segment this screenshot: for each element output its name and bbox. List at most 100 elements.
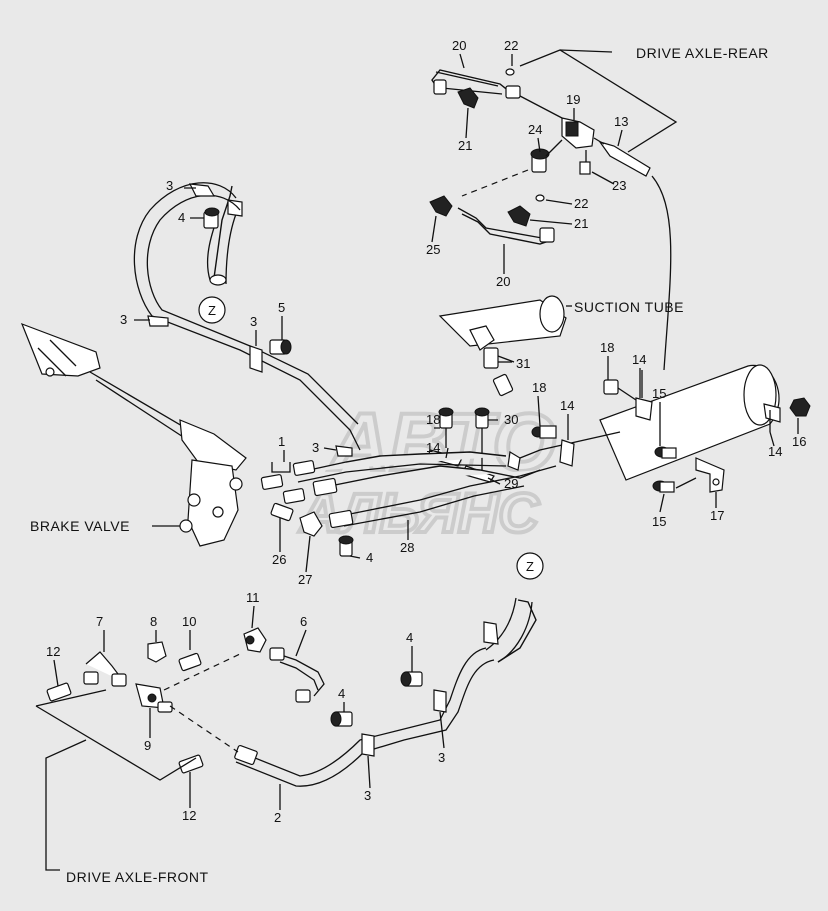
rear-axle-group [429, 49, 678, 245]
tee-19-port [565, 121, 579, 137]
callout-3a: 3 [166, 178, 173, 193]
bolt-15b [659, 481, 675, 493]
elbow-25 [429, 195, 453, 217]
z-marker-bottom [516, 552, 544, 580]
callout-14a: 14 [632, 352, 646, 367]
hose-6-edge [279, 661, 319, 691]
pipe-to-tank [519, 431, 621, 459]
hose-collar [227, 199, 243, 217]
pedal-ribs [37, 339, 77, 377]
z-marker-bottom-label: Z [526, 559, 534, 574]
callout-28: 28 [400, 540, 414, 555]
suction-tube-body [438, 299, 567, 347]
callout-20b: 20 [496, 274, 510, 289]
mid-hoses [260, 445, 557, 557]
dash-front-1 [169, 705, 239, 753]
label-drive-axle-rear: DRIVE AXLE-REAR [636, 45, 769, 61]
callout-29: 29 [504, 476, 518, 491]
callout-leaders [53, 53, 799, 810]
fitting-12a [46, 682, 72, 702]
rear-label-leader [559, 49, 613, 53]
fitting-20c [539, 227, 555, 243]
callout-18c: 18 [426, 412, 440, 427]
callout-22a: 22 [504, 38, 518, 53]
fitting-20b [505, 85, 521, 99]
bolt-5-head [280, 339, 292, 355]
suction-tube-end [539, 295, 565, 333]
callout-5: 5 [278, 300, 285, 315]
fitting-31b [492, 373, 514, 397]
tube-main-upper-edge [146, 194, 359, 425]
clip-3d [335, 445, 353, 457]
callout-7: 7 [96, 614, 103, 629]
callout-16: 16 [792, 434, 806, 449]
label-brake-valve: BRAKE VALVE [30, 518, 130, 534]
fitting-7a [83, 671, 99, 685]
item-1-bracket [271, 462, 291, 473]
callout-14c: 14 [768, 444, 782, 459]
hose-1-edge [297, 463, 507, 483]
label-suction-tube: SUCTION TUBE [574, 299, 684, 315]
callout-23: 23 [612, 178, 626, 193]
bolt-24-leader [545, 139, 563, 157]
fitting-7b [111, 673, 127, 687]
bracket-17 [695, 457, 725, 493]
strap-14b [559, 439, 575, 467]
strap-14c [763, 403, 781, 423]
oring-22a [505, 68, 515, 76]
callout-21b: 21 [574, 216, 588, 231]
hose-fitting-13 [598, 140, 651, 177]
block-9-port [147, 693, 157, 703]
callout-4d: 4 [338, 686, 345, 701]
brake-valve-port-c [179, 519, 193, 533]
front-bracket-lines [35, 689, 197, 871]
callout-6: 6 [300, 614, 307, 629]
callout-10: 10 [182, 614, 196, 629]
bolt-15b-axis [675, 477, 697, 489]
bolt-18a [603, 379, 619, 395]
coupler-30 [507, 451, 521, 471]
bolt-4c-head [400, 671, 412, 687]
callout-3e: 3 [438, 750, 445, 765]
fitting-12b [178, 754, 204, 774]
tube-main-upper [133, 182, 361, 451]
fitting-20a [433, 79, 447, 95]
z-marker-top [198, 296, 226, 324]
bolt-18c-head [438, 407, 454, 417]
callout-3b: 3 [120, 312, 127, 327]
fitting-6b [295, 689, 311, 703]
fitting-28b [328, 509, 354, 529]
fitting-6a [269, 647, 285, 661]
callouts: 20 22 19 13 24 21 23 22 21 25 20 3 4 3 3… [46, 38, 806, 825]
hose-13-to-tank [651, 175, 672, 371]
hose-z-down-edge [485, 597, 533, 663]
brake-valve-port-a [229, 477, 243, 491]
bracket-17-hole [712, 478, 720, 486]
hose-28-b [339, 465, 557, 517]
fitting-28 [312, 477, 338, 497]
callout-18b: 18 [532, 380, 546, 395]
callout-22b: 22 [574, 196, 588, 211]
bolt-4b-head [338, 535, 354, 545]
callout-4b: 4 [366, 550, 373, 565]
fitting-31 [483, 347, 499, 369]
tube-2-edge [235, 659, 495, 787]
elbow-11 [243, 627, 267, 653]
fitting-10 [178, 652, 202, 672]
bolt-4d-head [330, 711, 342, 727]
tube-2 [239, 647, 487, 777]
brake-valve-port-b [187, 493, 201, 507]
elbow-21b [507, 205, 531, 227]
callout-3d: 3 [312, 440, 319, 455]
callout-4c: 4 [406, 630, 413, 645]
nut-16 [789, 397, 811, 417]
clip-3e [433, 689, 447, 713]
section-labels: DRIVE AXLE-REAR SUCTION TUBE BRAKE VALVE… [30, 45, 769, 885]
hose-1 [299, 451, 507, 473]
suction-outlet [469, 325, 495, 351]
hose-6 [277, 653, 325, 697]
bolt-30-head [474, 407, 490, 417]
callout-25: 25 [426, 242, 440, 257]
